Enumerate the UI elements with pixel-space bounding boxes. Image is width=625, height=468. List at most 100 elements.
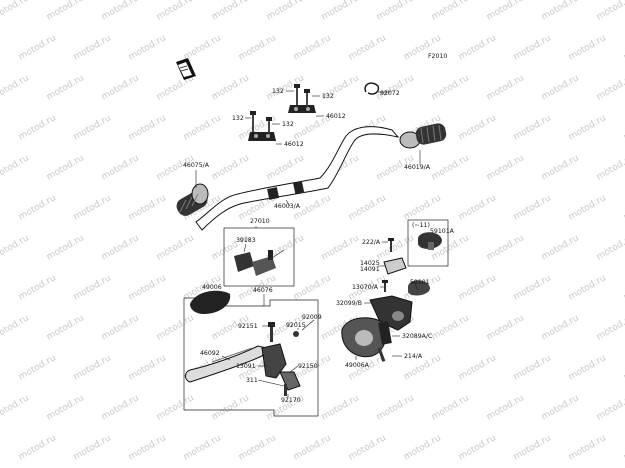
label-132-b: 132 [322, 93, 334, 100]
label-92009: 92009 [302, 314, 322, 321]
watermark-text: motod.ru [72, 353, 113, 382]
label-92150: 92150 [298, 363, 318, 370]
watermark-text: motod.ru [127, 433, 168, 462]
watermark-text: motod.ru [265, 153, 306, 182]
watermark-text: motod.ru [540, 393, 581, 422]
watermark-text: motod.ru [210, 73, 251, 102]
label-32089ac: 32089A/C [402, 333, 432, 340]
leader-lines [195, 90, 421, 398]
watermark-text: motod.ru [485, 393, 526, 422]
label-92151: 92151 [238, 323, 258, 330]
watermark-text: motod.ru [100, 0, 141, 23]
watermark-text: motod.ru [17, 433, 58, 462]
watermark-text: motod.ru [100, 393, 141, 422]
label-92072: 92072 [380, 90, 400, 97]
label-132-d: 132 [282, 121, 294, 128]
watermark-text: motod.ru [17, 193, 58, 222]
label-32099b: 32099/B [336, 300, 362, 307]
watermark-text: motod.ru [430, 73, 471, 102]
watermark-text: motod.ru [0, 233, 31, 262]
part-labels: 132 132 132 132 92072 46012 46012 46075/… [183, 88, 455, 404]
label-132-c: 132 [232, 115, 244, 122]
watermark-text: motod.ru [292, 33, 333, 62]
watermark-text: motod.ru [182, 433, 223, 462]
watermark-text: motod.ru [375, 393, 416, 422]
watermark-text: motod.ru [457, 353, 498, 382]
watermark-text: motod.ru [457, 33, 498, 62]
switch-59101a-box [407, 219, 449, 267]
switch-59101 [408, 280, 430, 296]
watermark-text: motod.ru [127, 353, 168, 382]
label-13070a: 13070/A [352, 284, 379, 291]
watermark-text: motod.ru [45, 73, 86, 102]
watermark-text: motod.ru [17, 353, 58, 382]
watermark-text: motod.ru [0, 0, 31, 23]
watermark-text: motod.ru [45, 153, 86, 182]
watermark-text: motod.ru [540, 233, 581, 262]
figure-code: F2010 [428, 53, 447, 60]
handlebar-46003a [195, 126, 400, 231]
switch-box-27010 [223, 227, 295, 287]
watermark-text: motod.ru [17, 273, 58, 302]
screw-13070a [382, 280, 388, 292]
watermark-text: motod.ru [155, 233, 196, 262]
clutch-lever-46092 [185, 345, 267, 383]
label-14025: 14025 [360, 260, 380, 267]
watermark-text: motod.ru [567, 33, 608, 62]
watermark-text: motod.ru [347, 33, 388, 62]
watermark-text: motod.ru [72, 433, 113, 462]
watermark-text: motod.ru [485, 233, 526, 262]
label-222a: 222/A [362, 239, 381, 246]
watermark-text: motod.ru [0, 393, 31, 422]
label-46012-upper: 46012 [326, 113, 346, 120]
watermark-text: motod.ru [567, 433, 608, 462]
watermark-text: motod.ru [457, 193, 498, 222]
watermark-text: motod.ru [72, 33, 113, 62]
label-59101: 59101 [410, 279, 430, 286]
label-46076: 46076 [253, 287, 273, 294]
watermark-text: motod.ru [457, 273, 498, 302]
watermark-text: motod.ru [512, 273, 553, 302]
label-46003a: 46003/A [274, 203, 301, 210]
watermark-text: motod.ru [72, 273, 113, 302]
watermark-text: motod.ru [100, 153, 141, 182]
watermark-text: motod.ru [182, 33, 223, 62]
watermark-text: motod.ru [485, 313, 526, 342]
watermark-text: motod.ru [45, 0, 86, 23]
watermark-text: motod.ru [100, 313, 141, 342]
watermark-text: motod.ru [127, 113, 168, 142]
watermark-text: motod.ru [155, 393, 196, 422]
watermark-text: motod.ru [457, 433, 498, 462]
watermark-text: motod.ru [402, 193, 443, 222]
watermark-text: motod.ru [430, 153, 471, 182]
label-59101a: 59101A [430, 228, 455, 235]
bracket-14025 [383, 257, 407, 275]
watermark-text: motod.ru [127, 193, 168, 222]
watermark-text: motod.ru [375, 73, 416, 102]
watermark-text: motod.ru [540, 73, 581, 102]
watermark-text: motod.ru [0, 73, 31, 102]
watermark-text: motod.ru [595, 393, 625, 422]
watermark-text: motod.ru [45, 313, 86, 342]
watermark-text: motod.ru [402, 433, 443, 462]
watermark-text: motod.ru [0, 313, 31, 342]
watermark-text: motod.ru [430, 0, 471, 23]
watermark-text: motod.ru [155, 313, 196, 342]
watermark-text: motod.ru [320, 233, 361, 262]
cover-49006 [190, 290, 231, 314]
screw-214a [377, 347, 386, 362]
label-214a: 214/A [404, 353, 423, 360]
watermark-text: motod.ru [17, 113, 58, 142]
watermark-text: motod.ru [430, 313, 471, 342]
label-39183: 39183 [236, 237, 256, 244]
watermark-text: motod.ru [100, 73, 141, 102]
cable-32089ac [378, 321, 392, 345]
watermark-text: motod.ru [292, 273, 333, 302]
watermark-text: motod.ru [485, 153, 526, 182]
watermark-text: motod.ru [17, 33, 58, 62]
label-27010: 27010 [250, 218, 270, 225]
watermark-text: motod.ru [595, 0, 625, 23]
watermark-text: motod.ru [210, 153, 251, 182]
watermark-text: motod.ru [0, 153, 31, 182]
